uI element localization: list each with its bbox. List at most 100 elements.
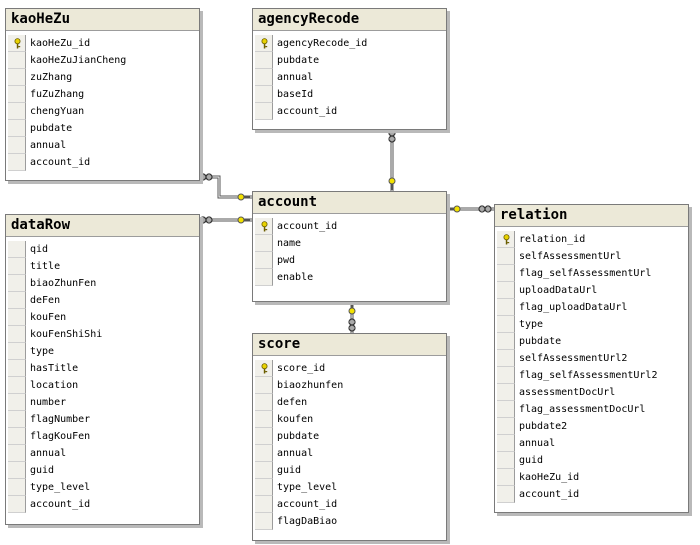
column-marker (497, 384, 515, 401)
column-row[interactable]: pubdate (6, 120, 199, 137)
column-row[interactable]: kaoHeZuJianCheng (6, 52, 199, 69)
column-row[interactable]: pubdate (495, 333, 688, 350)
column-marker (8, 154, 26, 171)
primary-key-icon (255, 218, 273, 235)
column-name: pubdate (277, 55, 320, 66)
column-row[interactable]: account_id (495, 486, 688, 503)
column-row[interactable]: defen (253, 394, 446, 411)
column-row[interactable]: account_id (253, 496, 446, 513)
many-end-relation (478, 205, 492, 213)
column-row[interactable]: kaoHeZu_id (6, 35, 199, 52)
column-row[interactable]: agencyRecode_id (253, 35, 446, 52)
column-name: location (30, 380, 79, 391)
column-marker (255, 86, 273, 103)
column-row[interactable]: type_level (253, 479, 446, 496)
column-row[interactable]: relation_id (495, 231, 688, 248)
column-row[interactable]: title (6, 258, 199, 275)
column-name: account_id (277, 499, 338, 510)
column-marker (8, 241, 26, 258)
column-name: account_id (519, 489, 580, 500)
column-marker (8, 445, 26, 462)
column-name: kaoHeZu_id (519, 472, 580, 483)
column-row[interactable]: kaoHeZu_id (495, 469, 688, 486)
column-row[interactable]: flag_assessmentDocUrl (495, 401, 688, 418)
column-row[interactable]: flagDaBiao (253, 513, 446, 530)
many-end-score (348, 318, 356, 332)
column-marker (255, 252, 273, 269)
column-row[interactable]: guid (6, 462, 199, 479)
column-row[interactable]: fuZuZhang (6, 86, 199, 103)
column-row[interactable]: pubdate (253, 428, 446, 445)
column-marker (8, 326, 26, 343)
column-name: kaoHeZuJianCheng (30, 55, 127, 66)
column-row[interactable]: account_id (6, 496, 199, 513)
column-row[interactable]: annual (6, 137, 199, 154)
column-row[interactable]: flagKouFen (6, 428, 199, 445)
column-row[interactable]: type_level (6, 479, 199, 496)
column-row[interactable]: type (495, 316, 688, 333)
column-marker (8, 343, 26, 360)
column-row[interactable]: annual (495, 435, 688, 452)
column-row[interactable]: account_id (253, 218, 446, 235)
column-row[interactable]: guid (253, 462, 446, 479)
column-row[interactable]: annual (253, 445, 446, 462)
column-marker (8, 52, 26, 69)
column-row[interactable]: flagNumber (6, 411, 199, 428)
column-row[interactable]: flag_selfAssessmentUrl (495, 265, 688, 282)
column-row[interactable]: pubdate (253, 52, 446, 69)
column-row[interactable]: deFen (6, 292, 199, 309)
column-marker (8, 411, 26, 428)
column-row[interactable]: biaozhunfen (253, 377, 446, 394)
column-marker (497, 248, 515, 265)
column-row[interactable]: score_id (253, 360, 446, 377)
column-marker (497, 435, 515, 452)
column-row[interactable]: hasTitle (6, 360, 199, 377)
table-title: score (253, 334, 446, 356)
column-row[interactable]: zuZhang (6, 69, 199, 86)
column-name: annual (277, 448, 314, 459)
column-row[interactable]: name (253, 235, 446, 252)
column-marker (255, 394, 273, 411)
column-row[interactable]: assessmentDocUrl (495, 384, 688, 401)
column-row[interactable]: annual (6, 445, 199, 462)
column-row[interactable]: chengYuan (6, 103, 199, 120)
column-row[interactable]: pwd (253, 252, 446, 269)
column-row[interactable]: pubdate2 (495, 418, 688, 435)
column-name: pwd (277, 255, 296, 266)
column-row[interactable]: selfAssessmentUrl (495, 248, 688, 265)
column-row[interactable]: annual (253, 69, 446, 86)
column-row[interactable]: koufen (253, 411, 446, 428)
column-name: flag_uploadDataUrl (519, 302, 628, 313)
column-row[interactable]: flag_uploadDataUrl (495, 299, 688, 316)
column-row[interactable]: account_id (253, 103, 446, 120)
column-marker (8, 275, 26, 292)
column-row[interactable]: qid (6, 241, 199, 258)
column-row[interactable]: kouFen (6, 309, 199, 326)
column-row[interactable]: number (6, 394, 199, 411)
column-row[interactable]: uploadDataUrl (495, 282, 688, 299)
column-row[interactable]: baseId (253, 86, 446, 103)
column-name: annual (519, 438, 556, 449)
table-title: relation (495, 205, 688, 227)
column-row[interactable]: type (6, 343, 199, 360)
column-row[interactable]: account_id (6, 154, 199, 171)
column-name: qid (30, 244, 49, 255)
column-row[interactable]: guid (495, 452, 688, 469)
column-name: guid (30, 465, 55, 476)
column-row[interactable]: biaoZhunFen (6, 275, 199, 292)
column-name: guid (519, 455, 544, 466)
column-row[interactable]: flag_selfAssessmentUrl2 (495, 367, 688, 384)
column-row[interactable]: enable (253, 269, 446, 286)
column-row[interactable]: kouFenShiShi (6, 326, 199, 343)
column-row[interactable]: location (6, 377, 199, 394)
column-marker (255, 513, 273, 530)
column-row[interactable]: selfAssessmentUrl2 (495, 350, 688, 367)
column-name: flagNumber (30, 414, 91, 425)
